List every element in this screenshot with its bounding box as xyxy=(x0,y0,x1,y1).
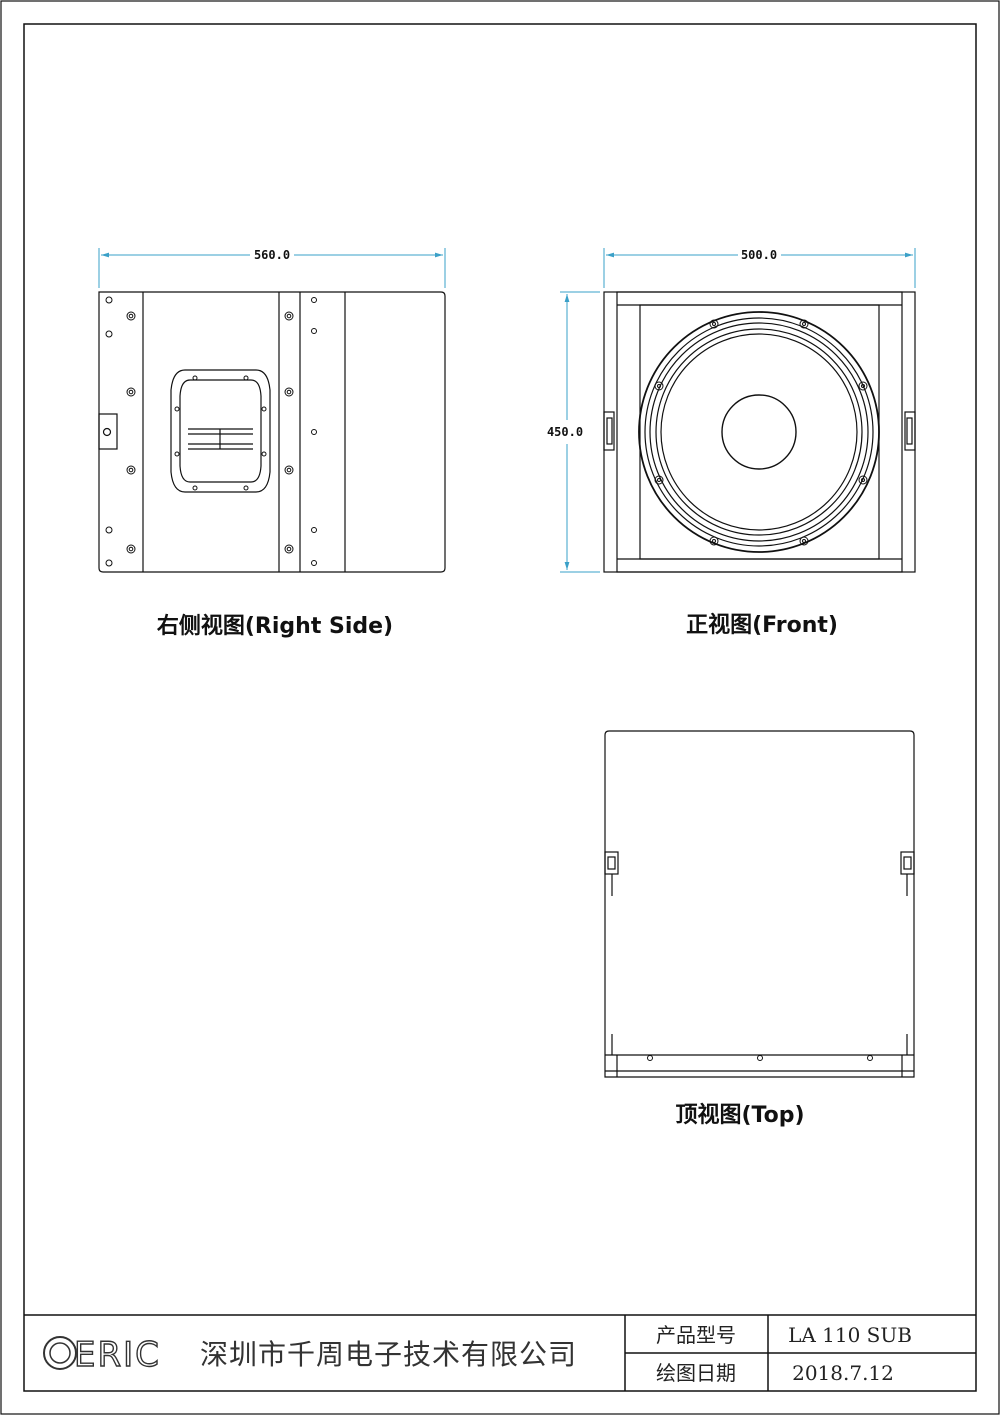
top-view-label: 顶视图(Top) xyxy=(675,1102,804,1128)
drawing-frame xyxy=(23,23,977,1392)
right-side-view xyxy=(98,291,446,573)
company-name: 深圳市千周电子技术有限公司 xyxy=(200,1338,577,1371)
woofer-driver xyxy=(638,311,880,553)
model-value: LA 110 SUB xyxy=(788,1323,912,1347)
front-width-dimension: 500.0 xyxy=(603,248,916,288)
front-view-label: 正视图(Front) xyxy=(686,612,838,638)
date-value: 2018.7.12 xyxy=(792,1361,894,1385)
date-label: 绘图日期 xyxy=(656,1361,736,1385)
right-side-width-value: 560.0 xyxy=(254,248,290,262)
right-side-view-label: 右侧视图(Right Side) xyxy=(157,613,393,639)
logo-wordmark: ERIC xyxy=(74,1335,161,1375)
right-side-width-dimension: 560.0 xyxy=(98,248,446,288)
front-width-value: 500.0 xyxy=(741,248,777,262)
top-view xyxy=(604,730,915,1078)
front-view xyxy=(603,291,916,573)
eric-logo: ERIC xyxy=(43,1334,161,1376)
model-label: 产品型号 xyxy=(656,1323,736,1347)
front-height-dimension: 450.0 xyxy=(547,291,600,573)
title-block xyxy=(24,1314,976,1391)
front-height-value: 450.0 xyxy=(547,425,583,439)
